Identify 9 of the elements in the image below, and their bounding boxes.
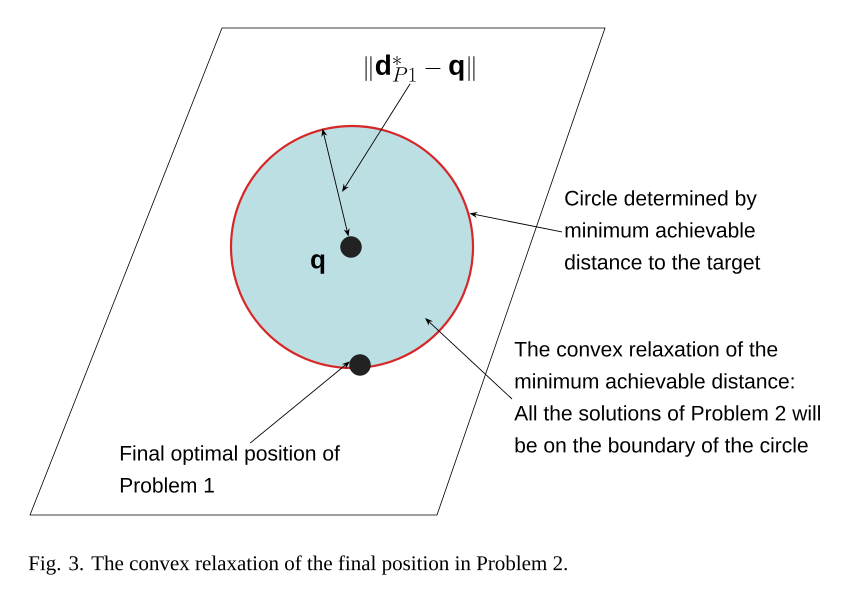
annotation-text: The convex relaxation of the minimum achievable distance: All the solutions of Problem 2 will be on the boundary of the circle xyxy=(514,341,820,457)
point-label: $\mathbf{q}$ xyxy=(311,254,324,274)
distance-formula: $\|\mathbf{d}^*_{P1}-\mathbf{q}\|$ xyxy=(366,54,474,82)
annotation-text: Circle determined by minimum achievable distance to the target xyxy=(565,190,760,274)
annotation-text: Final optimal position of Problem 1 xyxy=(120,445,340,493)
circle-region xyxy=(230,124,474,370)
caption: Fig. 3. The convex relaxation of the final position in Problem 2. xyxy=(28,555,567,575)
point xyxy=(340,236,362,258)
point xyxy=(349,354,371,376)
